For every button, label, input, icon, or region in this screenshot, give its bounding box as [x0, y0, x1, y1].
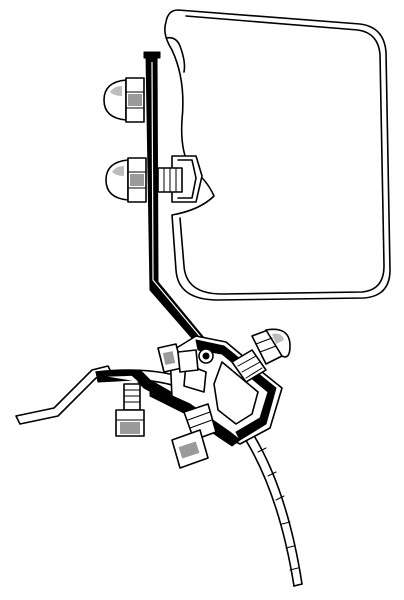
clamp-bolt-left — [157, 343, 199, 373]
upper-bolt — [103, 77, 145, 123]
clamp-bolt-bottom — [115, 383, 145, 437]
clamp-bolt-center — [171, 403, 217, 469]
awning-housing — [164, 9, 391, 301]
clamp-bolt-right — [231, 328, 291, 383]
lower-bolt — [105, 157, 183, 203]
